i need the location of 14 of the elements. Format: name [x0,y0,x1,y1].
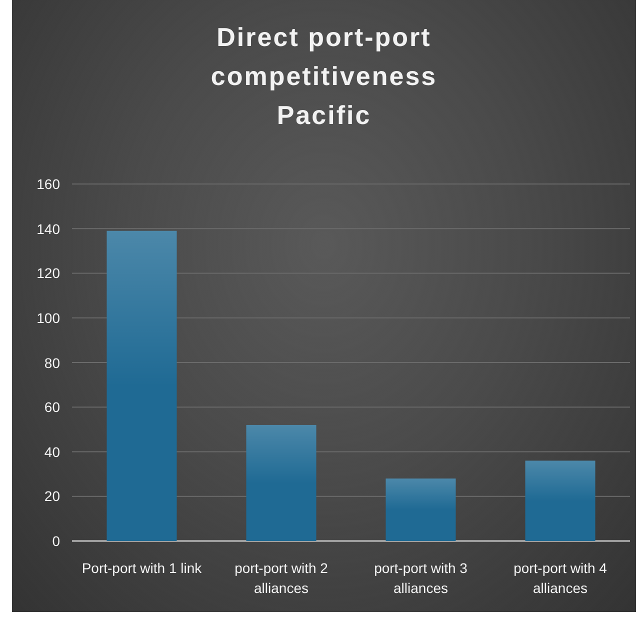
y-axis-tick-label: 80 [43,354,60,370]
y-axis-tick-label: 120 [36,265,60,282]
x-axis-category-label: port-port with 3 alliances [373,559,468,598]
y-axis-tick-label: 60 [43,399,60,416]
y-axis-tick-label: 100 [36,310,60,326]
x-axis-category-label: port-port with 2 alliances [234,559,329,598]
x-axis-category-label: port-port with 4 alliances [512,559,608,598]
y-axis-tick-label: 0 [51,533,60,549]
x-axis-category-label: Port-port with 1 link [80,559,203,578]
chart-title: Direct port-port competitiveness Pacific [210,21,438,132]
y-axis-tick-label: 140 [36,220,60,237]
y-axis-tick-label: 20 [43,488,60,504]
y-axis-tick-label: 160 [36,176,60,192]
y-axis-tick-label: 40 [43,444,60,460]
